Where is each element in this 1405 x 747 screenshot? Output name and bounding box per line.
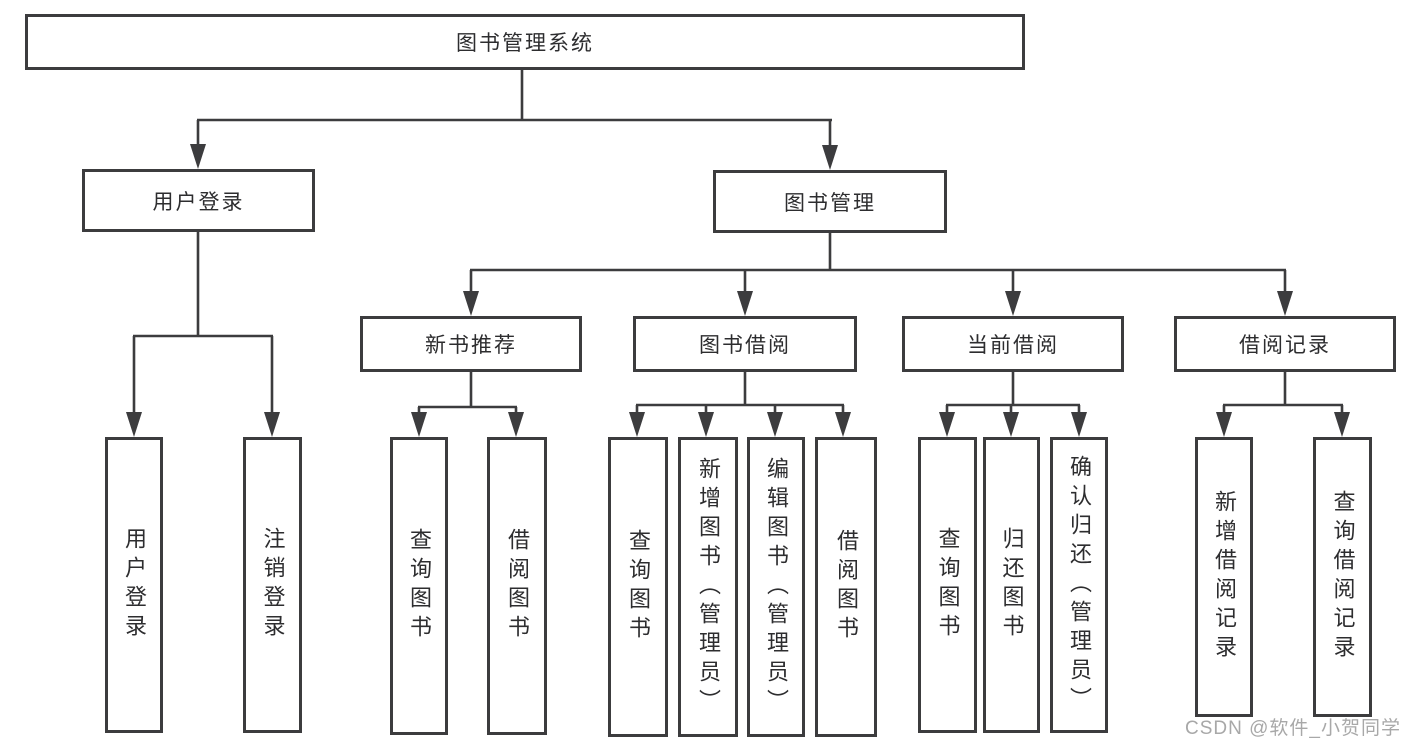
leaf-query-books-recommend: 查询图书 — [390, 437, 448, 735]
node-borrow-records: 借阅记录 — [1174, 316, 1396, 372]
node-book-management: 图书管理 — [713, 170, 947, 233]
node-new-book-recommend: 新书推荐 — [360, 316, 582, 372]
leaf-user-login: 用户登录 — [105, 437, 163, 733]
leaf-borrow-books-recommend: 借阅图书 — [487, 437, 547, 735]
leaf-add-borrow-record: 新增借阅记录 — [1195, 437, 1253, 717]
leaf-confirm-return-admin: 确认归还（管理员） — [1050, 437, 1108, 733]
leaf-confirm-return-admin-label: 确认归还（管理员） — [1067, 454, 1092, 716]
leaf-query-borrow-record: 查询借阅记录 — [1313, 437, 1372, 717]
leaf-query-books-current-label: 查询图书 — [935, 527, 961, 643]
leaf-add-book-admin-label: 新增图书（管理员） — [696, 456, 721, 718]
leaf-borrow-books-label: 借阅图书 — [834, 529, 859, 645]
node-user-login-label: 用户登录 — [152, 190, 245, 214]
tree-edges — [132, 70, 1344, 416]
node-current-borrow: 当前借阅 — [902, 316, 1124, 372]
leaf-query-books-borrow: 查询图书 — [608, 437, 668, 737]
leaf-edit-book-admin: 编辑图书（管理员） — [747, 437, 805, 737]
leaf-query-books-borrow-label: 查询图书 — [626, 529, 651, 645]
node-current-borrow-label: 当前借阅 — [967, 334, 1059, 357]
leaf-borrow-books-recommend-label: 借阅图书 — [505, 528, 530, 644]
node-root: 图书管理系统 — [25, 14, 1025, 70]
leaf-query-borrow-record-label: 查询借阅记录 — [1330, 490, 1356, 664]
leaf-query-books-current: 查询图书 — [918, 437, 977, 733]
leaf-edit-book-admin-label: 编辑图书（管理员） — [764, 456, 789, 718]
node-user-login: 用户登录 — [82, 169, 315, 232]
leaf-add-book-admin: 新增图书（管理员） — [678, 437, 738, 737]
node-borrow-records-label: 借阅记录 — [1239, 334, 1331, 357]
node-root-label: 图书管理系统 — [456, 32, 594, 55]
leaf-return-books-label: 归还图书 — [999, 527, 1025, 643]
node-new-book-recommend-label: 新书推荐 — [425, 334, 517, 357]
leaf-return-books: 归还图书 — [983, 437, 1040, 733]
leaf-logout-label: 注销登录 — [260, 527, 286, 643]
csdn-watermark: CSDN @软件_小贺同学 — [1185, 718, 1401, 739]
leaf-add-borrow-record-label: 新增借阅记录 — [1212, 490, 1237, 664]
leaf-query-books-recommend-label: 查询图书 — [407, 528, 432, 644]
leaf-user-login-label: 用户登录 — [122, 527, 147, 643]
leaf-logout: 注销登录 — [243, 437, 302, 733]
node-book-management-label: 图书管理 — [784, 191, 876, 215]
leaf-borrow-books: 借阅图书 — [815, 437, 877, 737]
node-book-borrow-label: 图书借阅 — [699, 334, 791, 357]
node-book-borrow: 图书借阅 — [633, 316, 857, 372]
